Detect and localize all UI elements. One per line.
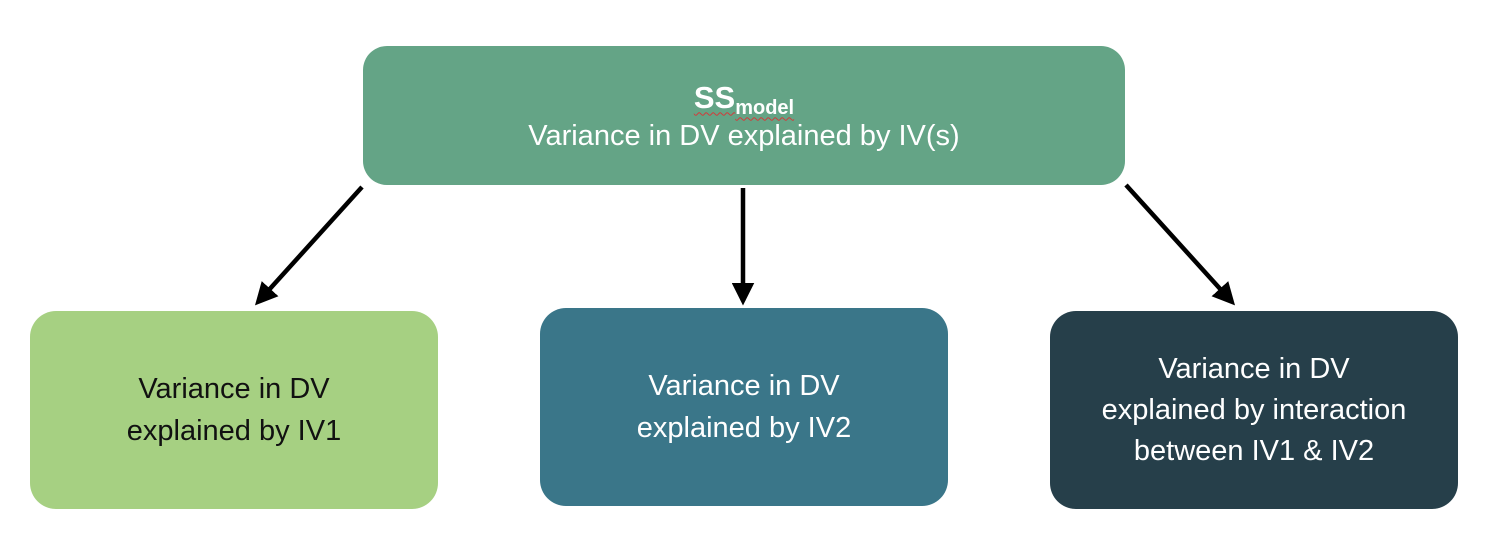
ss-symbol: SS xyxy=(693,79,736,115)
ss-model-label: SSmodel xyxy=(693,79,795,119)
ss-model-description: Variance in DV explained by IV(s) xyxy=(528,119,960,152)
interaction-line-2: explained by interaction xyxy=(1101,393,1407,426)
interaction-line-1: Variance in DV xyxy=(1158,352,1350,385)
iv2-box: Variance in DV explained by IV2 xyxy=(540,308,948,506)
ss-model-box: SSmodel Variance in DV explained by IV(s… xyxy=(363,46,1125,185)
iv1-box: Variance in DV explained by IV1 xyxy=(30,311,438,509)
interaction-line-3: between IV1 & IV2 xyxy=(1133,434,1375,467)
iv1-line-2: explained by IV1 xyxy=(126,415,342,447)
iv2-line-2: explained by IV2 xyxy=(636,412,852,444)
arrow-to-interaction xyxy=(1124,183,1236,306)
ss-subscript: model xyxy=(735,96,795,119)
interaction-box: Variance in DV explained by interaction … xyxy=(1050,311,1458,509)
iv2-line-1: Variance in DV xyxy=(648,370,840,402)
arrow-to-iv1 xyxy=(254,185,364,306)
iv1-line-1: Variance in DV xyxy=(138,373,330,405)
